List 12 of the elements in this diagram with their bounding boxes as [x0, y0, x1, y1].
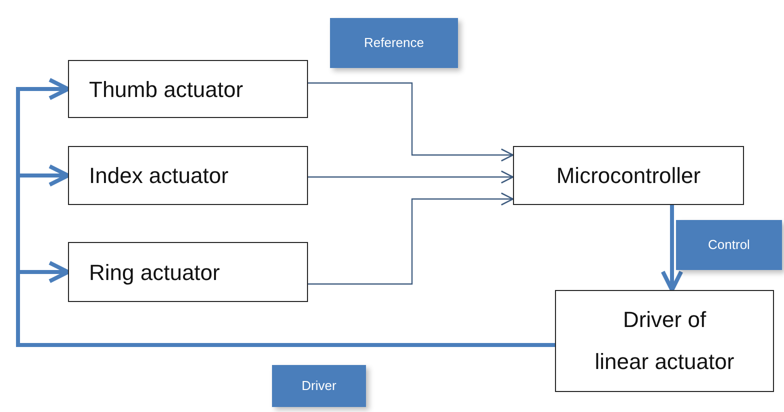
process-box: Ring actuator	[68, 242, 308, 302]
signal-label-box: Reference	[330, 18, 458, 68]
signal-label-box: Control	[676, 220, 782, 270]
process-box: Microcontroller	[513, 146, 744, 205]
process-box: Index actuator	[68, 146, 308, 205]
arrow	[660, 205, 684, 292]
signal-label-box: Driver	[272, 365, 366, 407]
arrow	[308, 192, 514, 285]
arrow	[308, 82, 514, 162]
process-box: Driver of linear actuator	[555, 290, 774, 392]
process-box: Thumb actuator	[68, 60, 308, 118]
arrow	[308, 170, 514, 184]
